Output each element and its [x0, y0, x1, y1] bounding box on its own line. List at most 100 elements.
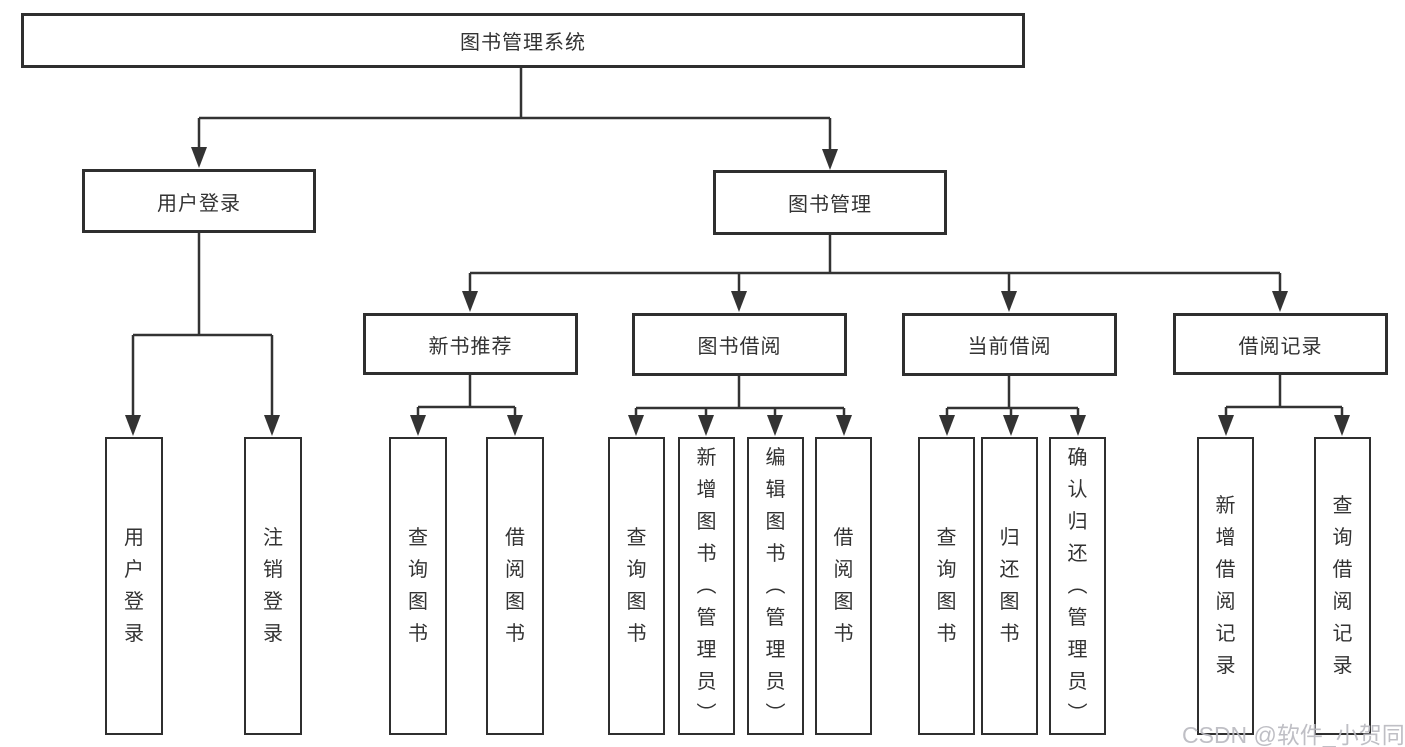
leaf-add-borrow-record: 新增借阅记录 [1197, 437, 1254, 735]
arrowheads [125, 147, 1350, 436]
vertical-char: 用 [124, 527, 144, 549]
arrow-down-icon [1334, 415, 1350, 436]
vertical-char: 员 [696, 671, 717, 693]
vertical-char: 员 [765, 671, 786, 693]
vertical-char: 书 [833, 623, 854, 645]
node-book-borrowing: 图书借阅 [632, 313, 847, 376]
vertical-char: ︶ [696, 703, 717, 725]
vertical-char: 增 [696, 479, 717, 501]
vertical-char: 图 [408, 591, 428, 613]
arrow-down-icon [628, 415, 644, 436]
vertical-char: ︵ [1067, 575, 1088, 597]
vertical-char: 确 [1067, 447, 1088, 469]
vertical-char: 图 [833, 591, 854, 613]
vertical-char: 还 [999, 559, 1020, 581]
vertical-char: 理 [696, 639, 717, 661]
vertical-char: ︶ [1067, 703, 1088, 725]
arrow-down-icon [410, 415, 426, 436]
vertical-char: 归 [999, 527, 1020, 549]
vertical-char: 询 [408, 559, 428, 581]
vertical-char: 书 [626, 623, 647, 645]
vertical-char: 查 [1332, 495, 1353, 517]
arrow-down-icon [731, 291, 747, 312]
arrow-down-icon [836, 415, 852, 436]
vertical-char: 询 [936, 559, 957, 581]
leaf-query-borrow-record: 查询借阅记录 [1314, 437, 1371, 735]
node-user-login: 用户登录 [82, 169, 316, 233]
vertical-char: 录 [263, 623, 283, 645]
vertical-char: 记 [1332, 623, 1353, 645]
leaf-borrow-books-recommend: 借阅图书 [486, 437, 544, 735]
node-current-borrowing: 当前借阅 [902, 313, 1117, 376]
vertical-char: 书 [936, 623, 957, 645]
vertical-char: 图 [505, 591, 525, 613]
leaf-confirm-return-admin: 确认归还︵管理员︶ [1049, 437, 1106, 735]
vertical-char: 登 [263, 591, 283, 613]
vertical-char: 归 [1067, 511, 1088, 533]
arrow-down-icon [191, 147, 207, 168]
vertical-char: 理 [1067, 639, 1088, 661]
node-book-management: 图书管理 [713, 170, 947, 235]
vertical-char: 辑 [765, 479, 786, 501]
vertical-char: 员 [1067, 671, 1088, 693]
vertical-char: 销 [263, 559, 283, 581]
arrow-down-icon [1272, 291, 1288, 312]
vertical-char: 增 [1215, 527, 1236, 549]
arrow-down-icon [822, 149, 838, 170]
vertical-char: ︵ [765, 575, 786, 597]
vertical-char: 还 [1067, 543, 1088, 565]
vertical-char: 借 [505, 527, 525, 549]
arrow-down-icon [698, 415, 714, 436]
arrow-down-icon [1003, 415, 1019, 436]
vertical-char: 新 [1215, 495, 1236, 517]
arrow-down-icon [264, 415, 280, 436]
leaf-query-books-recommend: 查询图书 [389, 437, 447, 735]
vertical-char: 书 [505, 623, 525, 645]
leaf-edit-books-admin: 编辑图书︵管理员︶ [747, 437, 804, 735]
leaf-return-books: 归还图书 [981, 437, 1038, 735]
vertical-char: 查 [936, 527, 957, 549]
node-library-system: 图书管理系统 [21, 13, 1025, 68]
vertical-char: 查 [626, 527, 647, 549]
vertical-char: ︶ [765, 703, 786, 725]
vertical-char: 阅 [1215, 591, 1236, 613]
vertical-char: 注 [263, 527, 283, 549]
leaf-borrow-books: 借阅图书 [815, 437, 872, 735]
vertical-char: 图 [765, 511, 786, 533]
leaf-query-books-borrowing: 查询图书 [608, 437, 665, 735]
vertical-char: 书 [408, 623, 428, 645]
vertical-char: 书 [696, 543, 717, 565]
vertical-char: 管 [696, 607, 717, 629]
vertical-char: 询 [1332, 527, 1353, 549]
vertical-char: ︵ [696, 575, 717, 597]
arrow-down-icon [767, 415, 783, 436]
vertical-char: 登 [124, 591, 144, 613]
leaf-logout: 注销登录 [244, 437, 302, 735]
leaf-user-login: 用户登录 [105, 437, 163, 735]
node-borrowing-records: 借阅记录 [1173, 313, 1388, 375]
vertical-char: 录 [1332, 655, 1353, 677]
vertical-char: 阅 [1332, 591, 1353, 613]
vertical-char: 录 [124, 623, 144, 645]
vertical-char: 借 [1215, 559, 1236, 581]
arrow-down-icon [1218, 415, 1234, 436]
vertical-char: 管 [1067, 607, 1088, 629]
vertical-char: 户 [124, 559, 144, 581]
vertical-char: 书 [999, 623, 1020, 645]
vertical-char: 借 [833, 527, 854, 549]
vertical-char: 阅 [833, 559, 854, 581]
node-new-book-recommend: 新书推荐 [363, 313, 578, 375]
arrow-down-icon [462, 291, 478, 312]
vertical-char: 图 [936, 591, 957, 613]
leaf-query-books-current: 查询图书 [918, 437, 975, 735]
vertical-char: 询 [626, 559, 647, 581]
vertical-char: 查 [408, 527, 428, 549]
arrow-down-icon [939, 415, 955, 436]
vertical-char: 借 [1332, 559, 1353, 581]
arrow-down-icon [1001, 291, 1017, 312]
vertical-char: 编 [765, 447, 786, 469]
vertical-char: 记 [1215, 623, 1236, 645]
leaf-add-books-admin: 新增图书︵管理员︶ [678, 437, 735, 735]
